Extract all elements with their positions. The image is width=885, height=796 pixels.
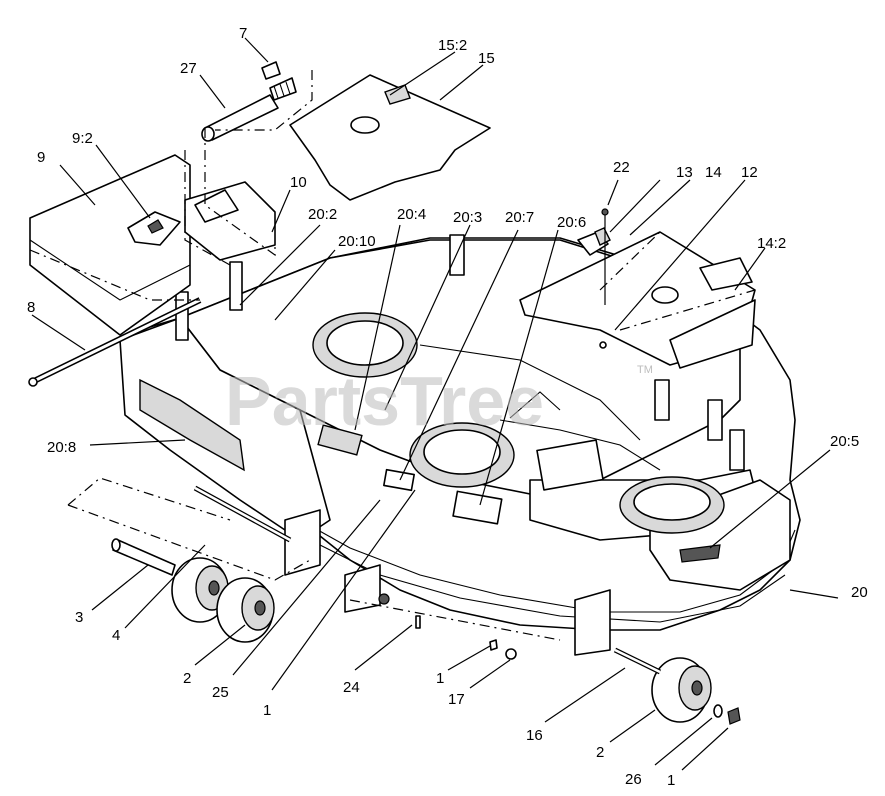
right-axle-hardware: [378, 593, 741, 725]
callout-label: 2: [596, 744, 604, 761]
callout-label: 20: [851, 584, 868, 601]
callout-label: 25: [212, 684, 229, 701]
watermark-trademark: TM: [637, 364, 653, 376]
belt-cover-top: [289, 74, 491, 201]
wheel-right: [651, 657, 712, 723]
idler-spring-assembly: [201, 61, 297, 142]
callout-label: 3: [75, 609, 83, 626]
callout-label: 13: [676, 164, 693, 181]
leader-lines: [31, 37, 839, 771]
callout-label: 4: [112, 627, 120, 644]
callout-label: 8: [27, 299, 35, 316]
callout-label: 14:2: [757, 235, 786, 252]
pin-rod: [28, 297, 202, 387]
callout-label: 1: [436, 670, 444, 687]
spacer-tube: [111, 538, 176, 576]
wheel-left-rear: [216, 577, 275, 643]
callout-label: 20:6: [557, 214, 586, 231]
callout-label: 12: [741, 164, 758, 181]
callout-label: 27: [180, 60, 197, 77]
callout-label: 15:2: [438, 37, 467, 54]
callout-label: 16: [526, 727, 543, 744]
callout-label: 26: [625, 771, 642, 788]
callout-label: 15: [478, 50, 495, 67]
callout-label: 2: [183, 670, 191, 687]
callout-label: 9: [37, 149, 45, 166]
callout-label: 20:3: [453, 209, 482, 226]
callout-label: 1: [667, 772, 675, 789]
callout-label: 20:7: [505, 209, 534, 226]
assembly-lines: [29, 70, 756, 641]
cover-plate: [184, 181, 276, 261]
callout-label: 9:2: [72, 130, 93, 147]
axle-bolt: [193, 485, 292, 543]
callout-label: 1: [263, 702, 271, 719]
callout-labels: 7 27 15:2 15 9:2 9 10 20:2 20:10 20:4 20…: [27, 25, 868, 789]
callout-label: 20:4: [397, 206, 426, 223]
belt-cover-left: [29, 154, 191, 336]
watermark-text: PartsTree: [225, 362, 544, 440]
callout-label: 7: [239, 25, 247, 42]
callout-label: 14: [705, 164, 722, 181]
callout-label: 24: [343, 679, 360, 696]
callout-label: 20:2: [308, 206, 337, 223]
callout-label: 20:10: [338, 233, 376, 250]
callout-label: 17: [448, 691, 465, 708]
belt-cover-right: [519, 231, 756, 369]
callout-label: 20:5: [830, 433, 859, 450]
deck-bracket: [577, 208, 611, 349]
callout-label: 22: [613, 159, 630, 176]
callout-label: 20:8: [47, 439, 76, 456]
callout-label: 10: [290, 174, 307, 191]
